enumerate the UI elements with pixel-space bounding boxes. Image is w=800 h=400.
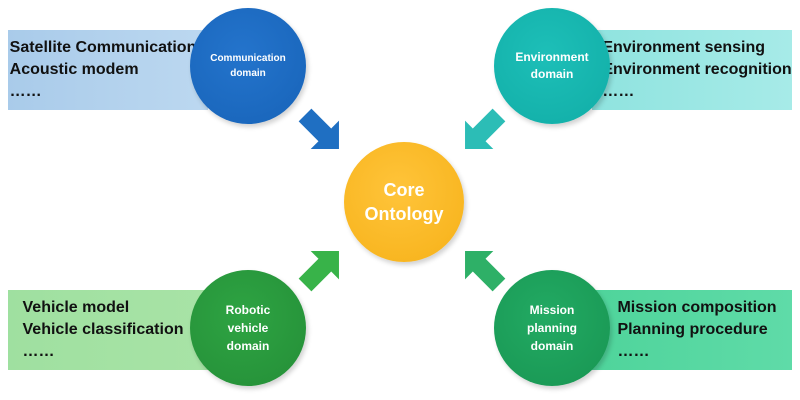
communication-arrow (298, 108, 339, 149)
robotic-vehicle-item: Vehicle model (22, 299, 130, 316)
environment-item: …… (602, 83, 635, 100)
robotic-vehicle-domain-node: Robotic vehicle domain (190, 270, 306, 386)
robotic-vehicle-item: …… (22, 343, 55, 360)
environment-panel: Environment sensing Environment recognit… (592, 30, 792, 110)
communication-domain-node: Communication domain (190, 8, 306, 124)
core-ontology-node: Core Ontology (344, 142, 464, 262)
communication-item: …… (9, 83, 42, 100)
environment-domain-node: Environment domain (494, 8, 610, 124)
core-ontology-title-1: Core (383, 180, 425, 200)
communication-domain-subtitle: domain (230, 68, 266, 79)
mission-planning-domain-node: Mission planning domain (494, 270, 610, 386)
communication-item: Acoustic modem (9, 61, 139, 78)
core-ontology-title-2: Ontology (364, 204, 444, 224)
robotic-vehicle-item: Vehicle classification (22, 321, 184, 338)
mission-planning-item: Mission composition (617, 299, 777, 316)
communication-domain-title: Communication (210, 53, 286, 64)
mission-planning-item: Planning procedure (617, 321, 768, 338)
robotic-vehicle-panel: Vehicle model Vehicle classification …… (8, 290, 208, 370)
robotic-vehicle-arrow (298, 251, 339, 292)
communication-panel: Satellite Communication Acoustic modem …… (8, 30, 208, 110)
mission-planning-panel: Mission composition Planning procedure …… (592, 290, 792, 370)
mission-planning-domain-title-1: Mission (529, 303, 575, 317)
robotic-vehicle-domain-title-2: vehicle (227, 321, 269, 335)
environment-domain-title: Environment (515, 50, 589, 64)
mission-planning-arrow (465, 251, 506, 292)
mission-planning-item: …… (617, 343, 650, 360)
environment-domain-subtitle: domain (530, 67, 574, 81)
mission-planning-domain-title-2: planning (527, 321, 577, 335)
environment-item: Environment sensing (602, 39, 766, 56)
environment-arrow (465, 108, 506, 149)
robotic-vehicle-domain-title-1: Robotic (225, 303, 271, 317)
communication-item: Satellite Communication (9, 39, 197, 56)
environment-item: Environment recognition (602, 61, 792, 78)
robotic-vehicle-domain-title-3: domain (226, 339, 270, 353)
mission-planning-domain-title-3: domain (530, 339, 574, 353)
